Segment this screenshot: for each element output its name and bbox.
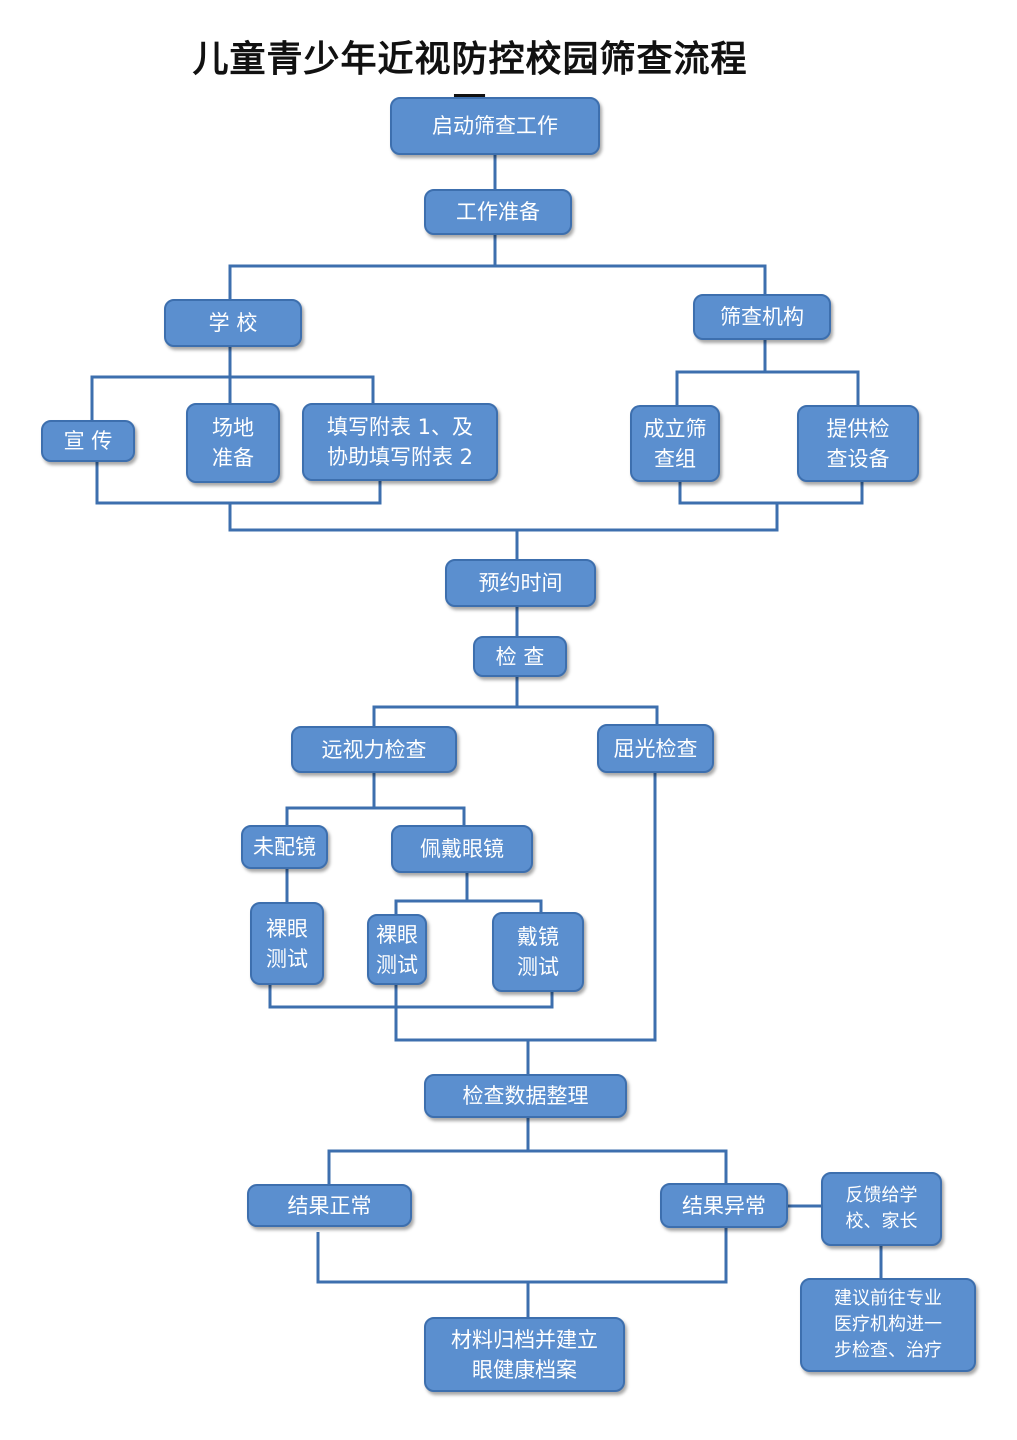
- node-naked-eye-test-1: 裸眼 测试: [250, 902, 324, 985]
- node-archive: 材料归档并建立 眼健康档案: [424, 1317, 625, 1392]
- node-publicity: 宣 传: [41, 420, 135, 462]
- node-forms: 填写附表 1、及 协助填写附表 2: [302, 403, 498, 481]
- node-school: 学 校: [164, 299, 302, 347]
- node-wearing-glasses: 佩戴眼镜: [391, 825, 533, 873]
- node-no-glasses: 未配镜: [241, 825, 328, 869]
- node-appointment: 预约时间: [445, 559, 596, 607]
- node-result-normal: 结果正常: [247, 1184, 412, 1227]
- node-refraction: 屈光检查: [597, 724, 714, 773]
- node-screening-team: 成立筛 查组: [630, 405, 720, 482]
- node-venue-prep: 场地 准备: [186, 403, 280, 483]
- node-screening-org: 筛查机构: [693, 294, 831, 340]
- node-data-sorting: 检查数据整理: [424, 1074, 627, 1118]
- node-glasses-test: 戴镜 测试: [492, 912, 584, 992]
- node-equipment: 提供检 查设备: [797, 405, 919, 482]
- node-examination: 检 查: [473, 636, 567, 677]
- node-medical-advice: 建议前往专业 医疗机构进一 步检查、治疗: [800, 1278, 976, 1372]
- node-result-abnormal: 结果异常: [660, 1183, 788, 1228]
- node-work-prep: 工作准备: [424, 189, 572, 235]
- node-feedback: 反馈给学 校、家长: [821, 1172, 942, 1246]
- node-start: 启动筛查工作: [390, 97, 600, 155]
- node-naked-eye-test-2: 裸眼 测试: [367, 914, 427, 985]
- node-distance-vision: 远视力检查: [291, 726, 457, 773]
